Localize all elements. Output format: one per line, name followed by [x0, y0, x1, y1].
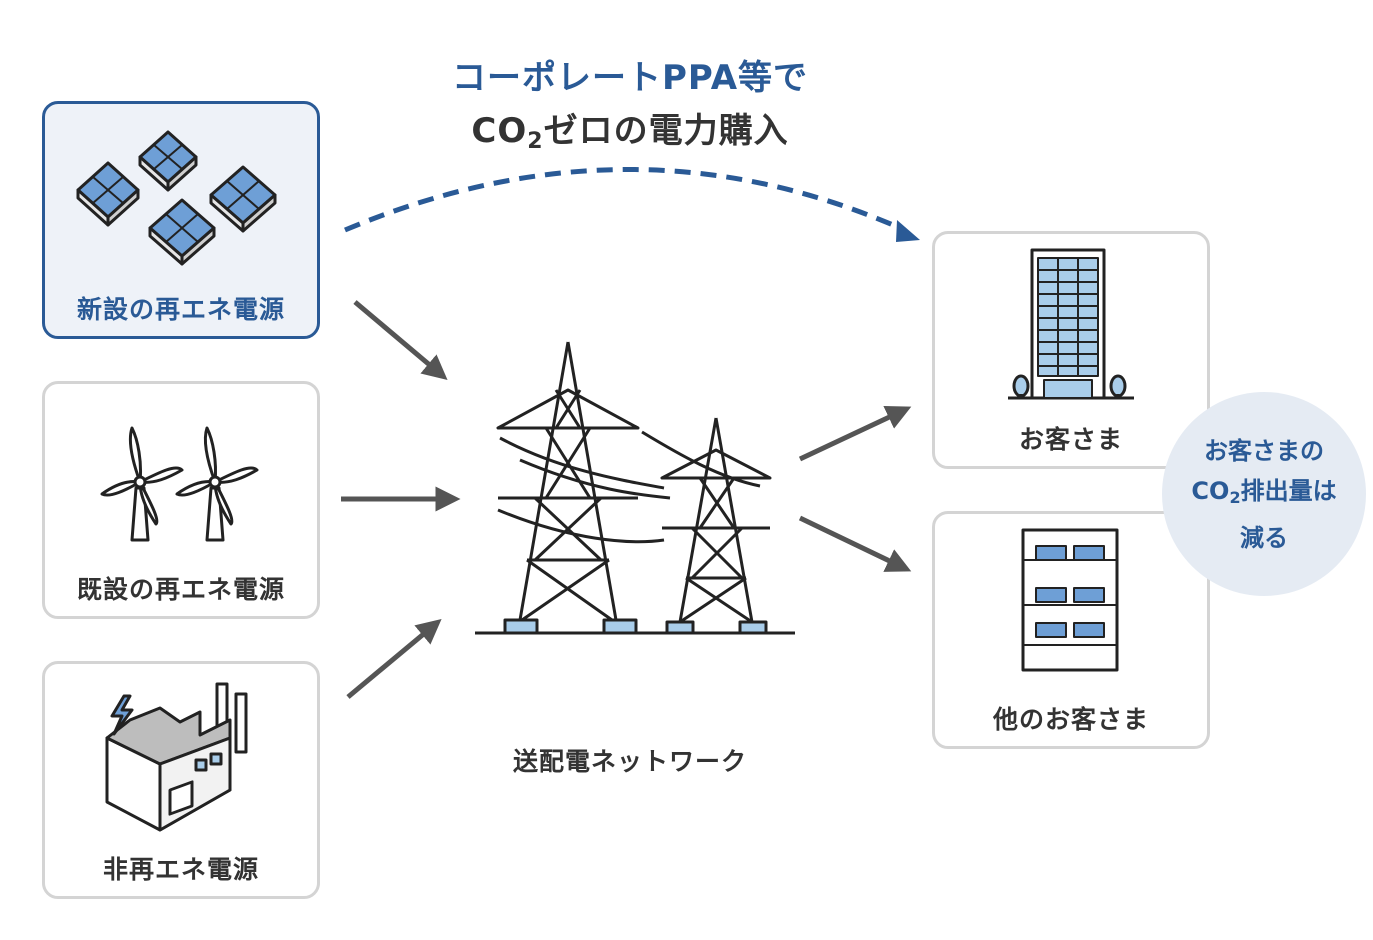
network-label: 送配電ネットワーク — [512, 747, 747, 776]
customer-label: お客さま — [1018, 425, 1123, 454]
bubble-line2: CO2排出量は — [1162, 471, 1366, 518]
new-renewable-label: 新設の再エネ電源 — [76, 295, 285, 324]
arrow-nonrenewable-to-grid — [346, 618, 442, 699]
arrow-new-to-grid — [353, 300, 448, 381]
bubble-co2-prefix: CO — [1191, 476, 1230, 505]
co2-prefix: CO — [471, 111, 528, 151]
other-customers-label: 他のお客さま — [992, 705, 1149, 734]
ppa-title-line1: コーポレートPPA等で — [451, 58, 809, 98]
title-line2-suffix: ゼロの電力購入 — [543, 111, 789, 151]
co2-reduction-bubble: お客さまの CO2排出量は 減る — [1162, 392, 1366, 596]
bubble-line3: 減る — [1240, 523, 1288, 552]
wind-turbines-icon — [100, 426, 259, 542]
apartment-building-icon — [1021, 528, 1119, 672]
ppa-dashed-arrow — [344, 167, 920, 242]
arrow-grid-to-customer — [798, 406, 912, 462]
existing-renewable-card: 既設の再エネ電源 — [42, 381, 320, 619]
non-renewable-label: 非再エネ電源 — [102, 855, 259, 884]
ppa-title-line2: CO2ゼロの電力購入 — [380, 103, 880, 154]
transmission-towers-icon — [475, 341, 795, 635]
factory-icon — [105, 682, 248, 832]
bubble-line2-suffix: 排出量は — [1240, 476, 1337, 505]
arrow-grid-to-other-customers — [798, 515, 912, 572]
existing-renewable-label: 既設の再エネ電源 — [76, 575, 285, 604]
co2-subscript: 2 — [527, 129, 544, 154]
office-building-icon — [1008, 248, 1134, 400]
solar-panels-icon — [76, 130, 277, 266]
bubble-line1: お客さまの — [1204, 436, 1324, 465]
bubble-co2-subscript: 2 — [1229, 487, 1241, 507]
